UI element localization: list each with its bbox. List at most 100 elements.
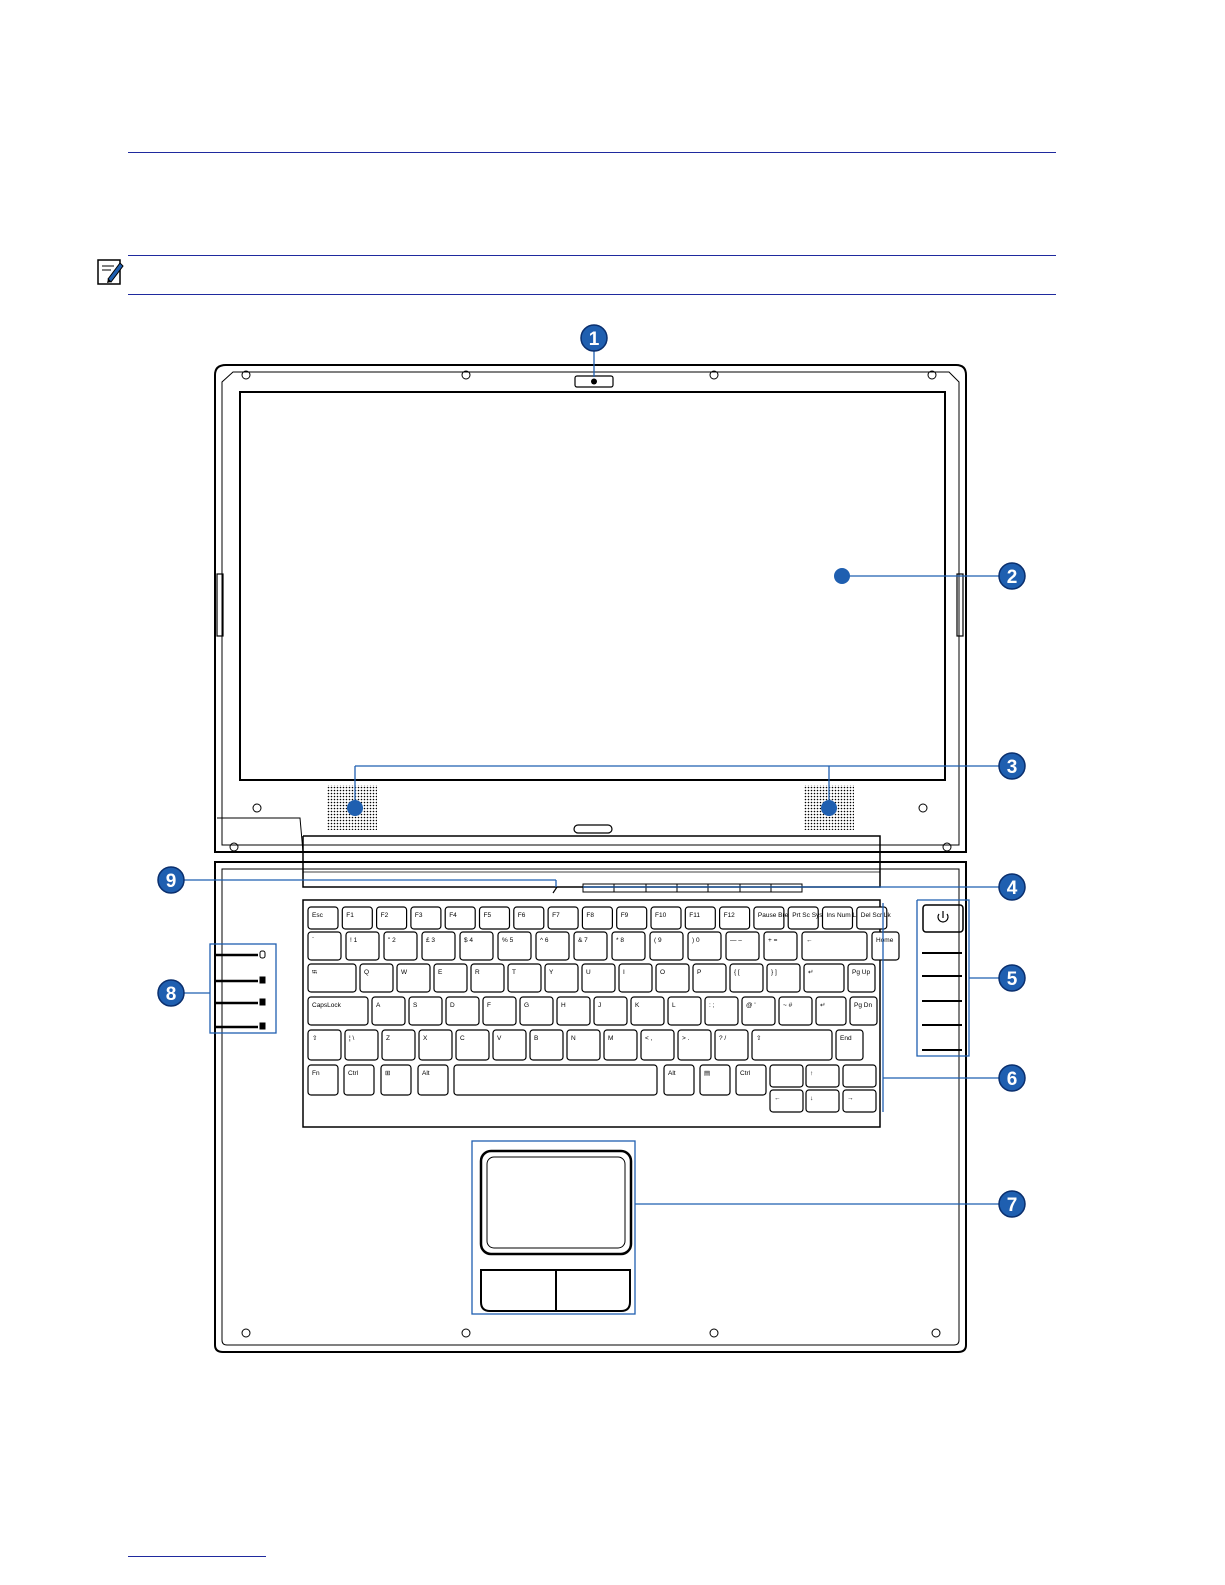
key-row2-0: ` xyxy=(307,931,342,961)
key-15: Ins Num Lk xyxy=(821,906,860,930)
key-label: Prt Sc Sys Rq xyxy=(792,912,833,919)
camera-icon xyxy=(574,375,614,388)
key-row4-6: H xyxy=(556,996,591,1026)
key-row5-9: < , xyxy=(640,1029,675,1061)
callout-1: 1 xyxy=(580,324,608,352)
callout-lines xyxy=(181,350,1000,1315)
key-label: ↵ xyxy=(820,1002,825,1009)
key-label: T xyxy=(512,969,516,976)
note-bottom-rule xyxy=(128,294,1056,295)
key-row3-2: W xyxy=(396,963,431,993)
key-label: ( 9 xyxy=(654,937,662,944)
key-row4-11: @ ' xyxy=(741,996,776,1026)
key-label: R xyxy=(475,969,480,976)
key-3: F3 xyxy=(410,906,442,930)
callout-7: 7 xyxy=(998,1190,1026,1218)
key-label: Alt xyxy=(668,1070,676,1077)
key-label: Z xyxy=(386,1035,390,1042)
callout-dot-display xyxy=(834,568,850,584)
key-row3-4: R xyxy=(470,963,505,993)
key-label: Pg Dn xyxy=(854,1002,872,1009)
callout-9: 9 xyxy=(157,866,185,894)
key-label: ` xyxy=(312,937,314,944)
key-label: End xyxy=(840,1035,852,1042)
key-label: < , xyxy=(645,1035,653,1042)
key-label: CapsLock xyxy=(312,1002,342,1009)
key-label: F8 xyxy=(586,912,594,919)
key-row4-1: A xyxy=(371,996,406,1026)
key-9: F9 xyxy=(616,906,648,930)
key-row3-0: ⭾ xyxy=(307,963,357,993)
key-label: G xyxy=(524,1002,529,1009)
key-row4-14: Pg Dn xyxy=(849,996,878,1026)
callout-number: 7 xyxy=(1007,1195,1018,1216)
key-14: Prt Sc Sys Rq xyxy=(787,906,833,930)
note-pencil-icon xyxy=(96,257,126,292)
key-row5-2: Z xyxy=(381,1029,416,1061)
key-label: — – xyxy=(730,937,742,944)
callout-number: 9 xyxy=(166,871,177,892)
key-row3-5: T xyxy=(507,963,542,993)
key-row5-13: End xyxy=(835,1029,864,1061)
callout-dot-speaker-left xyxy=(347,800,363,816)
key-row4-8: K xyxy=(630,996,665,1026)
touchpad xyxy=(479,1149,633,1256)
key-label: ⭾ xyxy=(312,969,317,976)
key-row5-10: > . xyxy=(677,1029,712,1061)
key-row3-9: O xyxy=(655,963,690,993)
key-label: W xyxy=(401,969,408,976)
key-label: ⊞ xyxy=(385,1070,391,1077)
key-row3-6: Y xyxy=(544,963,579,993)
key-label: U xyxy=(586,969,591,976)
callout-3: 3 xyxy=(998,752,1026,780)
key-row6-1: Ctrl xyxy=(343,1064,375,1096)
key-row3-12: } ] xyxy=(766,963,801,993)
laptop-base xyxy=(214,861,967,1353)
key-row5-12: ⇧ xyxy=(751,1029,833,1061)
key-8: F8 xyxy=(581,906,614,930)
key-row6-2: ⊞ xyxy=(380,1064,412,1096)
callout-number: 1 xyxy=(589,329,600,350)
key-label: } ] xyxy=(771,969,777,976)
key-4: F4 xyxy=(444,906,476,930)
key-row2-12: + = xyxy=(763,931,798,961)
key-label: B xyxy=(534,1035,538,1042)
key-label: $ 4 xyxy=(464,937,473,944)
key-row2-3: £ 3 xyxy=(421,931,456,961)
key-arrow-up: ↑ xyxy=(805,1064,840,1088)
key-label: ¦ \ xyxy=(349,1035,354,1042)
key-row3-8: I xyxy=(618,963,653,993)
key-1: F1 xyxy=(341,906,373,930)
key-row6-5: Alt xyxy=(663,1064,695,1096)
key-label: + = xyxy=(768,937,778,944)
footer-rule xyxy=(128,1556,266,1557)
key-row2-13: ← xyxy=(801,931,868,961)
key-label: Del Scr Lk xyxy=(861,912,892,919)
key-label: Pause Break xyxy=(758,912,796,919)
key-row2-9: ( 9 xyxy=(649,931,684,961)
key-label: F4 xyxy=(449,912,457,919)
touchpad-left-button xyxy=(480,1269,557,1312)
key-row3-10: P xyxy=(692,963,727,993)
touchpad-right-button xyxy=(555,1269,631,1312)
key-row5-7: N xyxy=(566,1029,601,1061)
key-label: D xyxy=(450,1002,455,1009)
key-row4-7: J xyxy=(593,996,628,1026)
key-row4-2: S xyxy=(408,996,443,1026)
key-row2-4: $ 4 xyxy=(459,931,494,961)
key-row2-8: * 8 xyxy=(611,931,646,961)
power-switch-and-indicators xyxy=(922,904,964,1051)
key-label: K xyxy=(635,1002,640,1009)
key-label: £ 3 xyxy=(426,937,435,944)
key-row5-11: ? / xyxy=(714,1029,749,1061)
key-label: Pg Up xyxy=(852,969,870,976)
key-row3-11: { [ xyxy=(729,963,764,993)
key-label: V xyxy=(497,1035,502,1042)
key-label: ▤ xyxy=(704,1070,710,1077)
key-label: F3 xyxy=(415,912,423,919)
key-label: O xyxy=(660,969,665,976)
key-label: F9 xyxy=(621,912,629,919)
key-label: ~ # xyxy=(783,1002,793,1009)
key-row4-10: : ; xyxy=(704,996,739,1026)
